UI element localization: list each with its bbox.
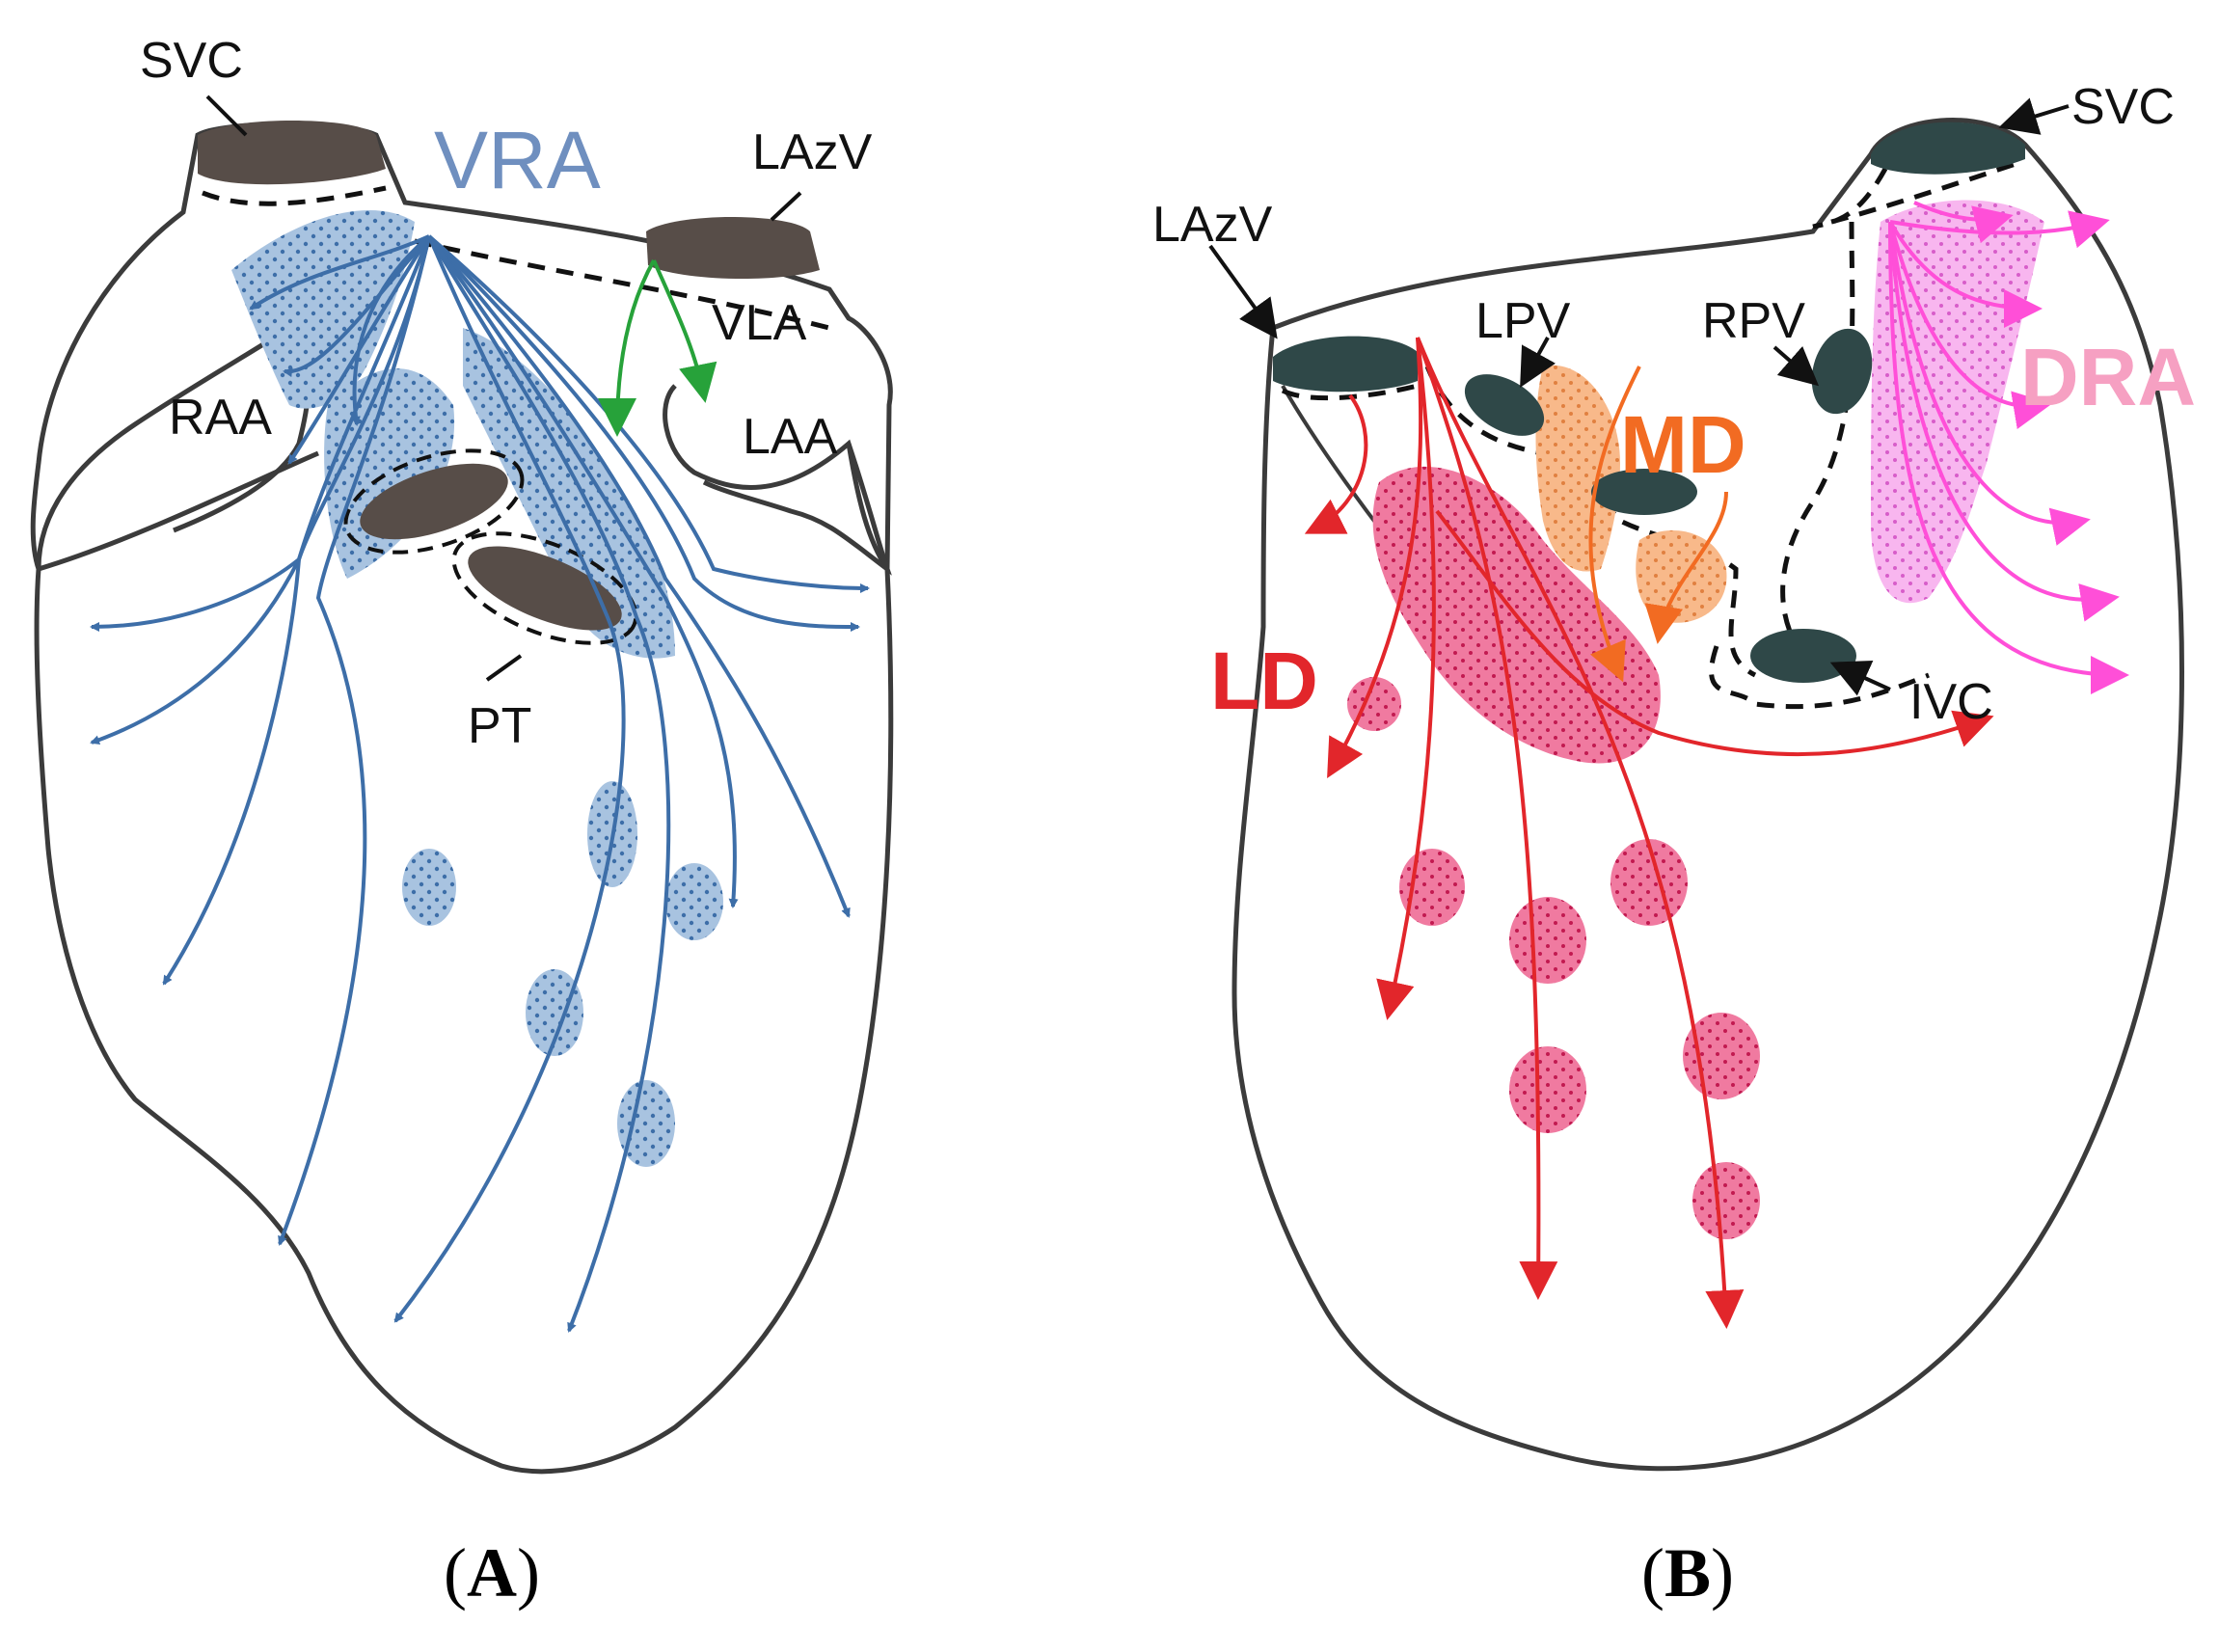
label-svc-b: SVC [2071, 79, 2175, 135]
vla-branch-left [598, 259, 656, 437]
vra-patch-dot-5 [617, 1080, 675, 1167]
vra-branch-raa-mid [350, 234, 431, 426]
label-rpv: RPV [1702, 293, 1805, 349]
ld-patch-dot-3 [1509, 897, 1586, 984]
ld-branch-horizontal [1435, 509, 1994, 757]
vra-nerve-branches [90, 234, 870, 1333]
ld-branch-center [1416, 337, 1558, 1300]
dashed-boundary-b3 [1709, 645, 1930, 710]
dra-branch-5 [1888, 221, 2129, 694]
vra-branch-raa-low [287, 234, 431, 465]
laa-outline [663, 384, 892, 576]
vra-branch-right-2 [427, 234, 860, 632]
svc-vessel-b [1871, 122, 2025, 175]
vra-branch-right-1 [427, 234, 851, 918]
vra-branch-center-left [278, 235, 431, 1246]
md-branch-2 [1644, 491, 1728, 644]
ld-branch-apex-left [1376, 337, 1436, 1020]
lazv-leader-b [1208, 244, 1278, 339]
panel-b-dorsal-heart: SVC LAzV LPV RPV MD DRA LD IVC [1152, 79, 2196, 1472]
atrioventricular-line-a [38, 450, 319, 572]
ld-nerve-branches [1304, 337, 1994, 1329]
panel-b-caption-letter: B [1664, 1534, 1712, 1611]
svc-vessel-a [198, 121, 386, 185]
label-lazv-b: LAzV [1152, 197, 1273, 253]
vra-branch-raa-top [249, 234, 430, 311]
label-svc-a: SVC [140, 33, 243, 89]
dashed-boundary-a1 [202, 185, 387, 206]
vra-branch-raa [283, 234, 431, 378]
laa-lower-line [846, 443, 890, 571]
label-ivc: IVC [1909, 674, 1993, 730]
lazv-leader-a [770, 191, 802, 222]
dra-branch-2 [1888, 221, 2052, 429]
lpv-vessel-2 [1591, 469, 1697, 515]
vra-patch-dot-1 [402, 849, 456, 926]
vra-branch-left-apex [162, 235, 431, 986]
panel-a-caption-letter: A [467, 1534, 517, 1611]
vra-branch-right-4 [427, 234, 739, 908]
dra-nerve-branches [1888, 201, 2129, 694]
dra-branch-top [1913, 201, 2014, 244]
dra-branch-4 [1888, 221, 2120, 622]
pt-vessel-1 [360, 463, 508, 540]
svc-leader-a [205, 95, 248, 137]
md-nerve-branches [1588, 366, 1728, 683]
lazv-vessel-b [1273, 336, 1418, 393]
pt-vessel-2 [468, 546, 622, 631]
ivc-vessel [1750, 629, 1856, 683]
heart-outline-a [30, 122, 894, 1475]
vra-patch-dot-4 [526, 969, 583, 1056]
dra-branch-1 [1888, 221, 2043, 328]
rpv-vessel [1811, 328, 1873, 415]
rpv-leader [1772, 345, 1820, 387]
vla-nerve-branches [598, 259, 717, 437]
lazv-vessel-a [646, 217, 820, 280]
panel-a-caption: (A) [444, 1534, 540, 1611]
dashed-boundary-b5 [1281, 383, 1419, 401]
lpv-vessel-1 [1464, 374, 1545, 436]
label-dra: DRA [2020, 332, 2196, 422]
vra-branch-center-mid [393, 235, 626, 1323]
vla-branch-right [652, 259, 717, 403]
vra-branch-right-3 [427, 234, 870, 593]
panel-b-caption: (B) [1641, 1534, 1734, 1611]
ld-branch-left [1327, 337, 1423, 778]
label-md: MD [1620, 399, 1746, 490]
md-branch-1 [1588, 366, 1641, 683]
panel-a-ventral-heart: SVC VRA LAzV VLA RAA LAA PT [30, 33, 894, 1475]
vra-branch-left-lower [90, 558, 301, 745]
dashed-boundary-b4 [1812, 161, 2016, 230]
md-patch-2 [1636, 530, 1727, 623]
dra-branch-3 [1888, 221, 2091, 546]
svc-leader-b [1998, 97, 2070, 135]
label-laa: LAA [743, 409, 838, 465]
pt-leader [485, 654, 523, 682]
label-raa: RAA [169, 390, 272, 446]
ld-patch-dot-7 [1692, 1162, 1760, 1239]
label-vra: VRA [434, 115, 601, 205]
ld-branch-small-loop [1304, 393, 1368, 534]
ld-patch-dot-5 [1610, 839, 1688, 926]
dashed-boundary-b1 [1424, 366, 1757, 678]
dra-branch-6 [1889, 210, 2110, 249]
md-patch-1 [1535, 365, 1620, 572]
lpv-leader [1520, 337, 1556, 388]
label-pt: PT [468, 698, 531, 754]
label-ld: LD [1210, 636, 1318, 726]
ld-patch-dot-4 [1509, 1046, 1586, 1133]
vra-branch-center-right [427, 234, 671, 1333]
pt-dashed-ring-1 [343, 448, 525, 555]
label-lazv-a: LAzV [752, 124, 873, 180]
dashed-boundary-b2 [1780, 221, 1855, 658]
ivc-leader [1829, 661, 1891, 696]
dashed-boundary-a2 [414, 238, 830, 331]
ld-patch-dot-1 [1347, 677, 1401, 731]
ld-branch-right [1416, 337, 1745, 1329]
pt-dashed-ring-2 [451, 531, 638, 645]
vra-patch-dot-3 [665, 863, 723, 940]
label-lpv: LPV [1475, 293, 1571, 349]
label-vla: VLA [712, 295, 807, 351]
